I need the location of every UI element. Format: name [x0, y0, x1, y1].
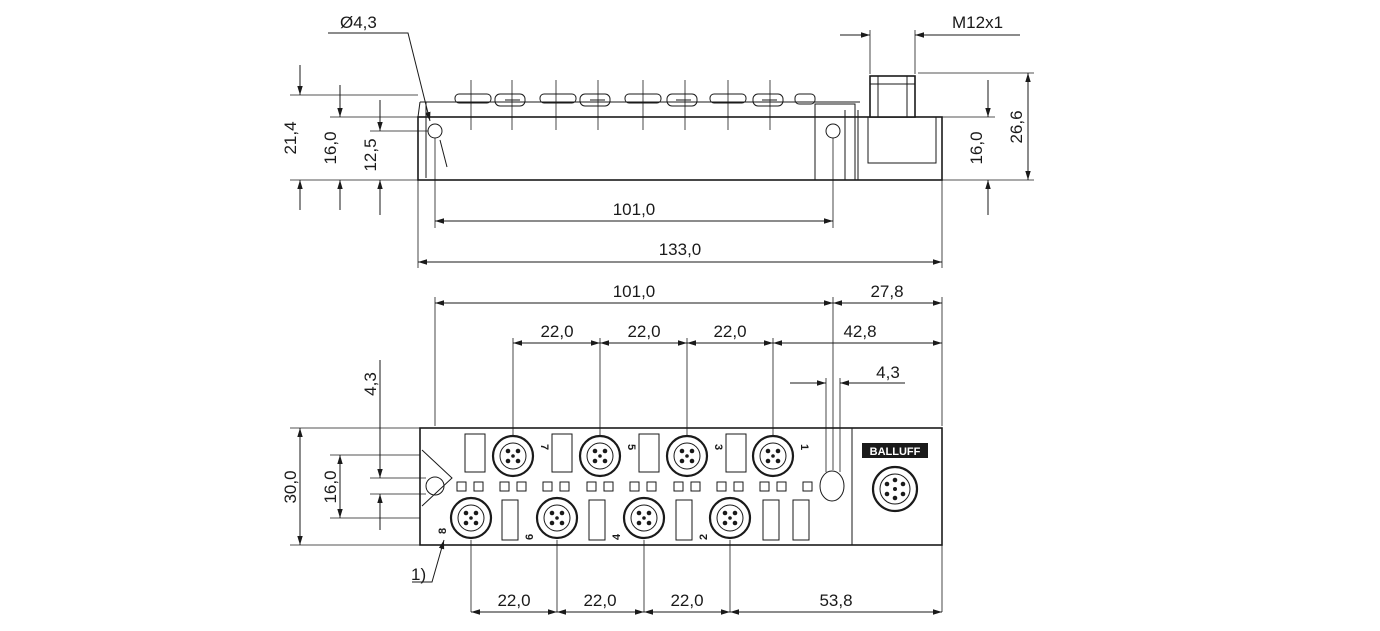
port-number-5: 5: [625, 444, 637, 450]
bottom-right-length-label: 53,8: [819, 591, 852, 610]
side-height-total-label: 21,4: [281, 121, 300, 154]
top-height-total-label: 30,0: [281, 470, 300, 503]
port-number-2: 2: [698, 534, 710, 540]
top-pitch-3-label: 22,0: [713, 322, 746, 341]
port-1: [751, 434, 795, 478]
bottom-row-led-windows: [501, 499, 810, 541]
callout-label: 1): [411, 565, 426, 584]
top-m12-connector: [871, 465, 919, 513]
top-row-led-windows: [464, 433, 747, 473]
side-height-right-total-label: 26,6: [1007, 110, 1026, 143]
top-right-offset-label: 42,8: [843, 322, 876, 341]
balluff-logo: [862, 443, 928, 458]
bottom-pitch-2-label: 22,0: [583, 591, 616, 610]
port-8: [449, 496, 493, 540]
side-thread-label: M12x1: [952, 13, 1003, 32]
port-5: [578, 434, 622, 478]
side-height-right-body-label: 16,0: [967, 131, 986, 164]
port-3: [665, 434, 709, 478]
port-number-6: 6: [524, 534, 536, 540]
balluff-logo-text: BALLUFF: [870, 446, 921, 458]
side-port-centerlines: [470, 80, 771, 130]
port-4: [622, 496, 666, 540]
port-number-8: 8: [437, 528, 449, 534]
port-2: [708, 496, 752, 540]
port-7: [491, 434, 535, 478]
top-end-section-label: 27,8: [870, 282, 903, 301]
top-pitch-1-label: 22,0: [540, 322, 573, 341]
bottom-pitch-3-label: 22,0: [670, 591, 703, 610]
side-right-clip: [814, 103, 856, 181]
port-number-7: 7: [538, 444, 550, 450]
bottom-pitch-1-label: 22,0: [497, 591, 530, 610]
side-height-hole-label: 12,5: [361, 138, 380, 171]
port-number-labels: 7 5 3 1 8 6 4 2: [437, 444, 810, 540]
top-left-hole: [425, 476, 445, 496]
side-height-body-label: 16,0: [321, 131, 340, 164]
port-number-1: 1: [798, 444, 810, 450]
bottom-row-connectors: [449, 496, 752, 540]
top-right-hole: [819, 470, 845, 502]
side-view: Ø4,3 M12x1 21,4 16,0 12,5 26,6 16,0 101,…: [281, 13, 1034, 268]
side-hole-span-label: 101,0: [613, 200, 656, 219]
top-pitch-2-label: 22,0: [627, 322, 660, 341]
led-indicator-row: [456, 481, 813, 492]
side-connector-row: [454, 93, 816, 107]
side-housing: [417, 116, 943, 181]
side-length-total-label: 133,0: [659, 240, 702, 259]
top-hole-span-label: 101,0: [613, 282, 656, 301]
port-6: [535, 496, 579, 540]
top-hole-width-label: 4,3: [876, 363, 900, 382]
port-number-3: 3: [712, 444, 724, 450]
top-hole-offset-label: 4,3: [361, 372, 380, 396]
side-m12-connector: [869, 75, 916, 118]
port-number-4: 4: [611, 533, 623, 540]
top-height-hole-span-label: 16,0: [321, 470, 340, 503]
side-hole-diameter-label: Ø4,3: [340, 13, 377, 32]
top-view: 7 5 3 1 8 6 4 2 BALLUFF: [281, 282, 943, 615]
